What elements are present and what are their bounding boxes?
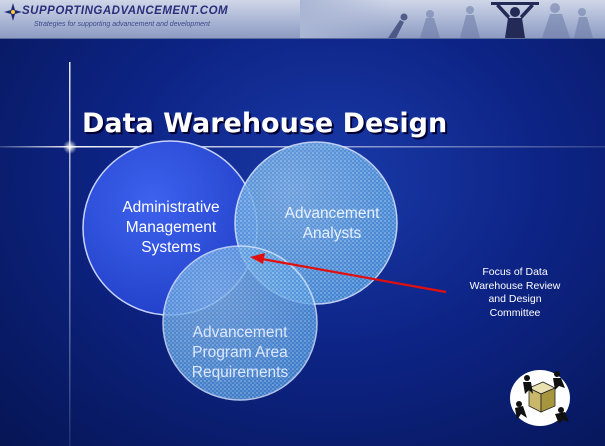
label-line: Advancement (192, 324, 288, 341)
header-banner: SUPPORTINGADVANCEMENT.COM Strategies for… (0, 0, 605, 39)
label-line: Program Area (192, 344, 288, 361)
callout-line: Focus of Data (482, 266, 548, 278)
label-line: Requirements (191, 364, 289, 381)
circle-program-requirements (162, 245, 318, 401)
brand-tagline: Strategies for supporting advancement an… (34, 21, 210, 28)
callout-focus-text: Focus of Data Warehouse Review and Desig… (448, 266, 582, 320)
callout-line: Warehouse Review (469, 279, 561, 292)
label-line: Advancement (284, 205, 380, 222)
brand-name: SUPPORTINGADVANCEMENT.COM (22, 5, 229, 17)
label-line: Systems (141, 239, 201, 256)
callout-arrow (250, 253, 447, 294)
callout-line: and Design (488, 293, 542, 305)
figures-around-cube-logo-icon (510, 370, 570, 426)
starburst-logo-icon (4, 3, 22, 21)
label-line: Analysts (302, 225, 362, 242)
people-silhouettes-icon (300, 0, 605, 38)
label-program-requirements: Advancement Program Area Requirements (170, 323, 310, 383)
slide-title: Data Warehouse Design (82, 108, 448, 139)
callout-line: Committee (489, 306, 541, 319)
label-line: Administrative (122, 199, 220, 216)
label-admin-systems: Administrative Management Systems (96, 198, 246, 258)
label-advancement-analysts: Advancement Analysts (262, 204, 402, 244)
label-line: Management (125, 219, 217, 236)
